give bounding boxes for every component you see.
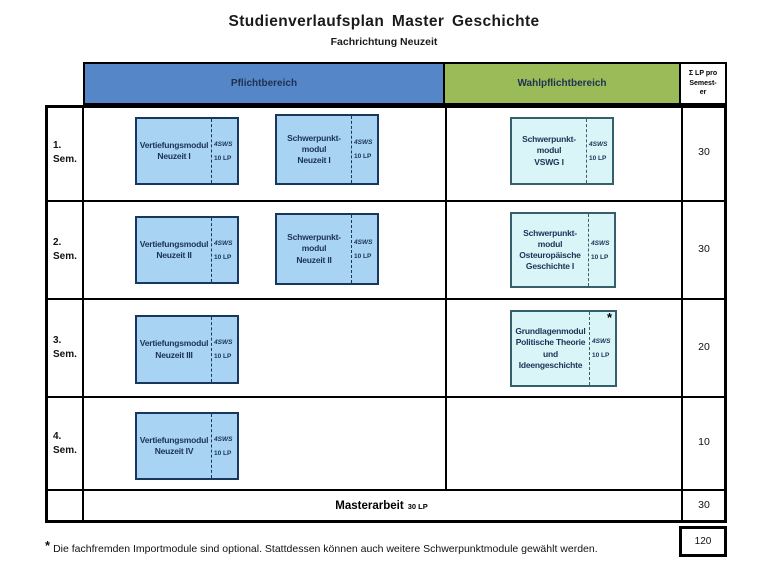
divider-row-2 — [45, 298, 727, 300]
sum-lp-sem-1: 30 — [698, 146, 710, 158]
module-credits: 4SWS 10 LP — [211, 317, 237, 382]
masterarbeit-lp: 30 LP — [407, 501, 428, 511]
total-lp-box: 120 — [679, 526, 727, 557]
module-lp: 10 LP — [354, 252, 372, 260]
module-sws: 4SWS — [591, 239, 610, 247]
table-outline — [45, 105, 727, 523]
sum-lp-sem-3: 20 — [698, 341, 710, 353]
module-sws: 4SWS — [214, 435, 233, 443]
module-lp: 10 LP — [214, 253, 232, 261]
sem-label-2: 2.Sem. — [53, 237, 77, 262]
footnote: *Die fachfremden Importmodule sind optio… — [45, 538, 675, 555]
header-wahlpflichtbereich: Wahlpflichtbereich — [443, 62, 681, 105]
optional-asterisk: * — [606, 310, 612, 325]
module-credits: 4SWS 10 LP — [351, 116, 377, 183]
sem-label-1: 1.Sem. — [53, 140, 77, 165]
module-lp: 10 LP — [591, 253, 609, 261]
module-credits: 4SWS 10 LP — [211, 119, 237, 183]
sem-label-3: 3.Sem. — [53, 335, 77, 360]
footnote-asterisk: * — [45, 538, 51, 553]
header-pflichtbereich: Pflichtbereich — [83, 62, 445, 105]
page-subtitle: Fachrichtung Neuzeit — [330, 36, 438, 48]
divider-row-1 — [45, 200, 727, 202]
module-sws: 4SWS — [354, 139, 373, 146]
module-lp: 10 LP — [214, 154, 232, 162]
module-credits: 4SWS 10 LP — [588, 214, 614, 286]
module-sws: 4SWS — [214, 339, 233, 346]
module-sws: 4SWS — [354, 238, 373, 246]
module-lp: 10 LP — [592, 352, 610, 359]
masterarbeit-row: Masterarbeit 30 LP — [84, 491, 679, 521]
module-sws: 4SWS — [592, 338, 611, 345]
module-credits: 4SWS 10 LP — [586, 119, 612, 183]
module-lp: 10 LP — [214, 449, 232, 457]
divider-sum-column — [681, 105, 683, 523]
module-lp: 10 LP — [589, 154, 607, 162]
sum-lp-sem-4: 10 — [698, 436, 710, 448]
module-lp: 10 LP — [214, 353, 232, 360]
module-sws: 4SWS — [214, 140, 233, 148]
sum-lp-sem-2: 30 — [698, 243, 710, 255]
module-credits: 4SWS 10 LP — [211, 414, 237, 478]
masterarbeit-label: Masterarbeit — [335, 500, 404, 512]
module-sws: 4SWS — [214, 239, 233, 247]
sem-label-4: 4.Sem. — [53, 431, 77, 456]
module-credits: 4SWS 10 LP — [211, 218, 237, 282]
module-credits: 4SWS 10 LP — [351, 215, 377, 283]
divider-row-3 — [45, 396, 727, 398]
module-credits: * 4SWS 10 LP — [589, 310, 615, 385]
module-sws: 4SWS — [589, 140, 608, 148]
divider-row-4 — [45, 489, 727, 491]
module-lp: 10 LP — [354, 153, 372, 160]
divider-sem-column — [82, 105, 84, 523]
footnote-text: Die fachfremden Importmodule sind option… — [53, 543, 598, 555]
page-title: Studienverlaufsplan Master Geschichte — [228, 13, 540, 30]
sum-lp-masterarbeit: 30 — [698, 499, 710, 511]
